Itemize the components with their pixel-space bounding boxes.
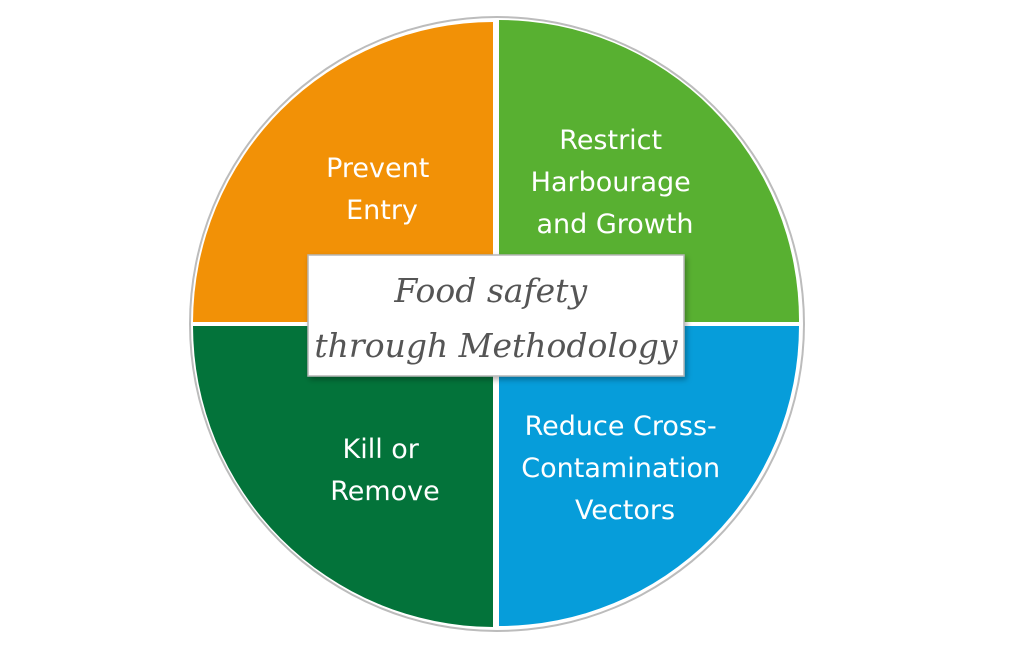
- quadrant-label-kill-or-remove: Kill or Remove: [330, 434, 440, 507]
- quadrant-label-prevent-entry: Prevent Entry: [326, 153, 438, 226]
- quadrant-reduce-cross-contamination: [499, 326, 799, 626]
- quadrant-prevent-entry: [193, 22, 493, 322]
- quadrant-label-restrict-harbourage: Restrict Harbourage and Growth: [531, 125, 700, 240]
- center-title: Food safety through Methodology: [314, 271, 678, 365]
- quadrant-kill-or-remove: [193, 326, 493, 627]
- center-title-box: [307, 254, 685, 377]
- quadrant-label-reduce-cross-contamination: Reduce Cross- Contamination Vectors: [521, 411, 728, 526]
- quadrant-restrict-harbourage: [499, 20, 800, 322]
